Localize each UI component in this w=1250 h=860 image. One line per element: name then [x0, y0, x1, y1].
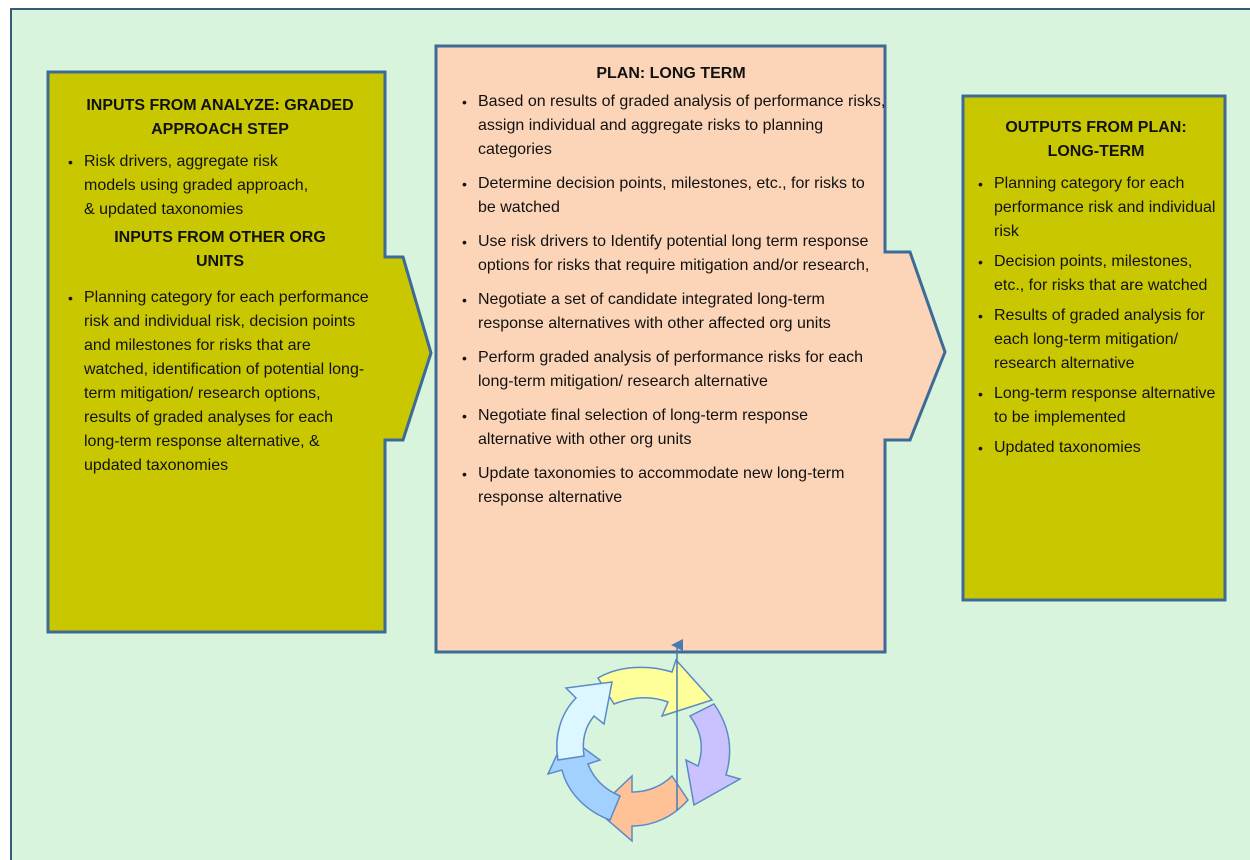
- input-title-analyze: INPUTS FROM ANALYZE: GRADED APPROACH STE…: [86, 97, 354, 138]
- list-item: Perform graded analysis of performance r…: [456, 346, 886, 394]
- list-item: Results of graded analysis for each long…: [972, 304, 1220, 376]
- list-item: Update taxonomies to accommodate new lon…: [456, 462, 886, 510]
- list-item: Negotiate a set of candidate integrated …: [456, 288, 886, 336]
- output-list: Planning category for each performance r…: [972, 172, 1220, 460]
- plan-panel: PLAN: LONG TERM Based on results of grad…: [456, 62, 886, 510]
- list-item: Updated taxonomies: [972, 436, 1220, 460]
- output-title: OUTPUTS FROM PLAN: LONG-TERM: [1005, 119, 1187, 160]
- list-item: Planning category for each performance r…: [972, 172, 1220, 244]
- list-item: Negotiate final selection of long-term r…: [456, 404, 886, 452]
- list-item: Based on results of graded analysis of p…: [456, 90, 886, 162]
- cycle-icon: [546, 658, 742, 843]
- list-item: Determine decision points, milestones, e…: [456, 172, 886, 220]
- output-panel: OUTPUTS FROM PLAN: LONG-TERM Planning ca…: [972, 116, 1220, 460]
- list-item: Use risk drivers to Identify potential l…: [456, 230, 886, 278]
- input-list-analyze: Risk drivers, aggregate risk models usin…: [62, 150, 378, 222]
- input-list-org-units: Planning category for each performance r…: [62, 286, 378, 478]
- list-item: Decision points, milestones, etc., for r…: [972, 250, 1220, 298]
- plan-list: Based on results of graded analysis of p…: [456, 90, 886, 510]
- list-item: Risk drivers, aggregate risk models usin…: [62, 150, 378, 222]
- list-item: Planning category for each performance r…: [62, 286, 378, 478]
- input-panel: INPUTS FROM ANALYZE: GRADED APPROACH STE…: [62, 94, 378, 478]
- plan-title: PLAN: LONG TERM: [596, 65, 746, 82]
- list-item: Long-term response alternative to be imp…: [972, 382, 1220, 430]
- input-title-org-units: INPUTS FROM OTHER ORG UNITS: [114, 229, 326, 270]
